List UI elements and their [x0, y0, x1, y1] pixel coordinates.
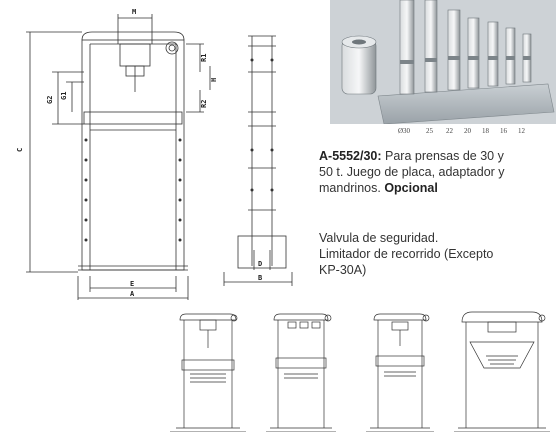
optional-label: Opcional	[384, 181, 438, 195]
accessory-code: A-5552/30:	[319, 149, 382, 163]
mandrel-size-5: 16	[500, 127, 508, 135]
dim-label-g2: G2	[46, 96, 54, 104]
mandrel-size-4: 18	[482, 127, 490, 135]
accessory-desc-line1: Para prensas de 30 y	[381, 149, 504, 163]
mandrel-size-6: 12	[518, 127, 526, 135]
dim-label-r2: R2	[200, 100, 208, 108]
mandrel-size-2: 22	[446, 127, 454, 135]
dim-label-b: B	[258, 274, 262, 282]
press-model-4	[454, 311, 550, 432]
frame-outline	[81, 39, 185, 271]
mandrel-set-photo: Ø30 25 22 20 18 16 12	[330, 0, 556, 140]
press-models-drawings	[170, 311, 550, 432]
dim-label-g1: G1	[60, 92, 68, 100]
press-side-view-drawing: D B	[223, 35, 293, 286]
press-front-view-drawing: M C G2 G1 R1 H R2 E A	[16, 8, 218, 300]
dim-label-a: A	[130, 290, 135, 298]
accessory-desc-line3: mandrinos.	[319, 181, 385, 195]
press-model-2	[266, 313, 336, 432]
accessory-description: A-5552/30: Para prensas de 30 y 50 t. Ju…	[319, 148, 505, 196]
feature-safety-valve: Valvula de seguridad.	[319, 231, 439, 245]
pressure-gauge-icon	[165, 41, 179, 55]
feature-stroke-limiter-note: KP-30A)	[319, 263, 367, 277]
dim-label-m: M	[132, 8, 136, 16]
dim-label-r1: R1	[200, 54, 208, 62]
mandrel-size-1: 25	[426, 127, 434, 135]
dim-label-h: H	[210, 78, 218, 82]
accessory-desc-line2: 50 t. Juego de placa, adaptador y	[319, 165, 505, 179]
mandrel-size-0: Ø30	[398, 127, 411, 135]
side-base	[237, 235, 287, 269]
features-list: Valvula de seguridad. Limitador de recor…	[319, 230, 493, 278]
dim-label-c: C	[16, 148, 24, 152]
dim-label-e: E	[130, 280, 134, 288]
press-model-1	[170, 313, 246, 432]
mandrel-size-3: 20	[464, 127, 472, 135]
feature-stroke-limiter: Limitador de recorrido (Excepto	[319, 247, 494, 261]
dim-label-d: D	[258, 260, 262, 268]
press-model-3	[366, 313, 434, 432]
